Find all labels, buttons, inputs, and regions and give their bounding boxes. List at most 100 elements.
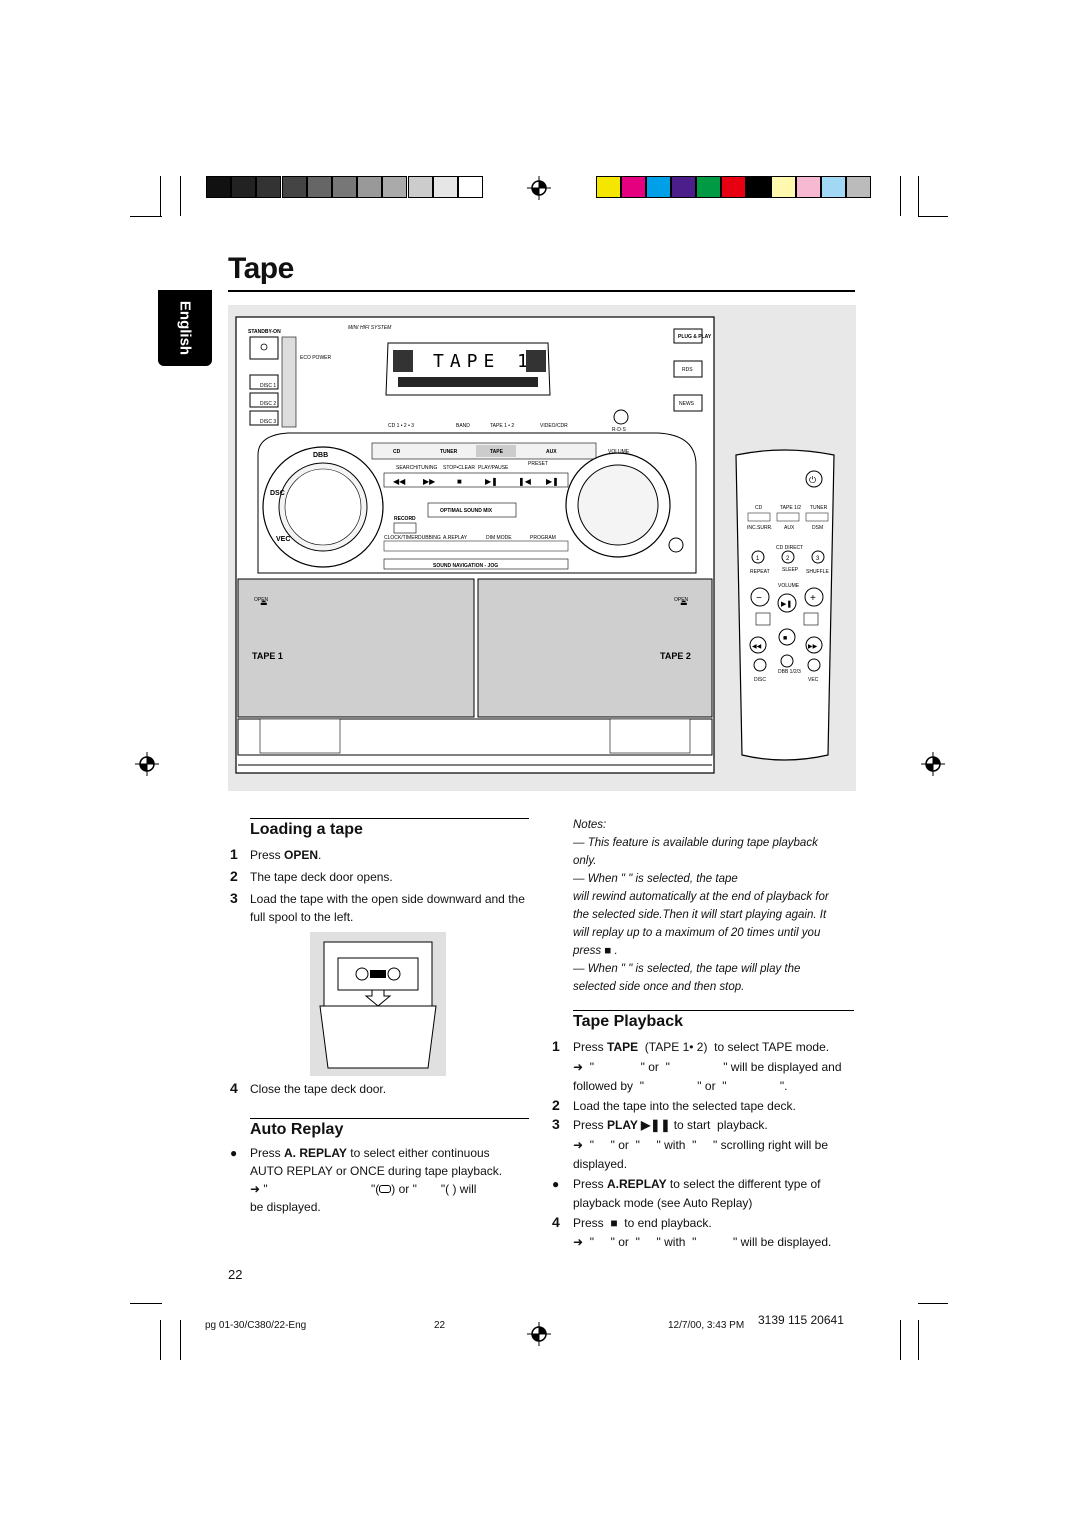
color-swatch <box>671 176 696 198</box>
step-text-pre: Press <box>250 848 285 862</box>
playback-line: Load the tape into the selected tape dec… <box>573 1098 796 1113</box>
notes-heading: Notes: <box>573 819 607 831</box>
next-icon: ▶❚ <box>546 477 559 486</box>
auto-replay-line: be displayed. <box>250 1200 321 1214</box>
remote-num-2: 2 <box>786 556 790 562</box>
standby-button <box>249 336 279 360</box>
hifi-system-drawing: MINI HIFI SYSTEM STANDBY-ON ECO POWER DI… <box>235 316 835 774</box>
a-replay-label: A.REPLAY <box>443 535 468 541</box>
crop-mark <box>900 1320 901 1360</box>
record-label: RECORD <box>394 516 416 522</box>
footer-center: 22 <box>434 1320 446 1331</box>
step-text: Press OPEN. <box>250 846 321 864</box>
prev-icon: ❚◀ <box>518 477 532 486</box>
section-rule <box>250 818 529 819</box>
gray-swatch <box>458 176 483 198</box>
crop-mark <box>130 1303 162 1304</box>
auto-replay-line: Press A. REPLAY to select either continu… <box>250 1144 490 1162</box>
crop-mark <box>130 216 162 217</box>
remote-vol-up-icon: + <box>810 593 816 604</box>
step-text: Load the tape with the open side downwar… <box>250 892 525 924</box>
cassette-loading-illustration <box>310 932 446 1076</box>
playback-line: Press ■ to end playback. <box>573 1214 712 1232</box>
step-number: 1 <box>552 1038 560 1054</box>
bullet: ● <box>230 1146 238 1160</box>
color-swatch <box>646 176 671 198</box>
footer-code: 3139 115 20641 <box>758 1313 844 1327</box>
standby-label: STANDBY-ON <box>248 329 281 335</box>
playback-heading: Tape Playback <box>573 1013 683 1030</box>
remote-aux: AUX <box>784 525 795 531</box>
step-text: The tape deck door opens. <box>250 870 393 884</box>
stop-icon: ■ <box>457 477 462 486</box>
source-cd-label: CD 1 • 2 • 3 <box>388 423 414 429</box>
news-button-label: NEWS <box>679 401 695 407</box>
line-pre: Press <box>573 1118 608 1132</box>
color-swatch <box>596 176 621 198</box>
registration-mark-icon <box>921 752 945 776</box>
crop-mark <box>918 1303 948 1304</box>
remote-num-3: 3 <box>816 556 820 562</box>
line-pre: Press <box>573 1176 608 1191</box>
line-keyword: PLAY ▶❚❚ <box>607 1118 671 1132</box>
remote-repeat: REPEAT <box>750 569 770 575</box>
loop-icon <box>379 1185 392 1193</box>
tape-source-button: TAPE <box>490 449 504 455</box>
auto-replay-pre: Press <box>250 1146 285 1160</box>
playback-line: ➜ " " or " " with " " scrolling right wi… <box>573 1137 829 1152</box>
color-swatch <box>846 176 871 198</box>
remote-vec: VEC <box>808 677 819 683</box>
note-line: press ■ . <box>573 945 618 957</box>
remote-tape: TAPE 1/2 <box>780 505 801 511</box>
note-line: selected side once and then stop. <box>573 981 745 993</box>
auto-replay-post: to select either continuous <box>346 1146 490 1160</box>
line-post: to end playback. <box>617 1215 712 1230</box>
step-number: 2 <box>552 1096 560 1113</box>
program-label: PROGRAM <box>530 535 556 541</box>
remote-sleep: SLEEP <box>782 567 799 573</box>
crop-mark <box>900 176 901 216</box>
playback-line: ➜ " " or " " will be displayed and <box>573 1059 842 1074</box>
color-swatch <box>621 176 646 198</box>
auto-replay-line: ➜ " "() or ""( ) will <box>250 1180 530 1198</box>
note-line: will rewind automatically at the end of … <box>573 891 829 903</box>
registration-mark-icon <box>527 1322 551 1346</box>
source-band-label: BAND <box>456 423 470 429</box>
language-tab-label: English <box>176 300 194 356</box>
rewind-icon: ◀◀ <box>393 477 406 486</box>
step-text: Close the tape deck door. <box>250 1082 387 1096</box>
note-line: the selected side.Then it will start pla… <box>573 909 827 921</box>
eco-power-label: ECO POWER <box>300 355 332 361</box>
auto-replay-heading: Auto Replay <box>250 1121 344 1138</box>
transport-label-preset: PRESET <box>528 461 548 467</box>
crop-mark <box>918 1320 919 1360</box>
play-pause-icon: ▶❚ <box>485 477 498 486</box>
transport-label-play: PLAY/PAUSE <box>478 465 509 471</box>
crop-mark <box>160 176 161 216</box>
title-rule <box>228 290 855 292</box>
line-keyword: A.REPLAY <box>607 1176 667 1191</box>
playback-line: followed by " " or " ". <box>573 1079 788 1093</box>
playback-line: Press A.REPLAY to select the different t… <box>573 1175 820 1193</box>
step-number: ● <box>552 1176 560 1191</box>
color-swatch <box>821 176 846 198</box>
line-keyword: ■ <box>610 1215 618 1230</box>
registration-mark-icon <box>135 752 159 776</box>
transport-label-stop: STOP•CLEAR <box>443 465 475 471</box>
remote-power-icon: ⏻ <box>809 475 816 485</box>
gray-swatch <box>306 176 332 198</box>
tape1-label: TAPE 1 <box>252 651 283 661</box>
crop-mark <box>180 176 181 216</box>
sound-nav-label: SOUND NAVIGATION - JOG <box>433 563 498 569</box>
plug-play-label: PLUG & PLAY <box>678 334 712 340</box>
line-post: to select the different type of <box>666 1176 821 1191</box>
remote-tuner: TUNER <box>810 505 828 511</box>
crop-mark <box>180 1320 181 1360</box>
rds-logo: R·D·S <box>612 427 627 433</box>
step-text-post: . <box>318 848 322 862</box>
remote-dbb: DBB 1/2/3 <box>778 669 801 675</box>
remote-volume: VOLUME <box>778 583 800 589</box>
disc-1-label: DISC 1 <box>260 383 276 389</box>
playback-line: ➜ " " or " " with " " will be displayed. <box>573 1235 832 1249</box>
color-swatch <box>771 176 796 198</box>
